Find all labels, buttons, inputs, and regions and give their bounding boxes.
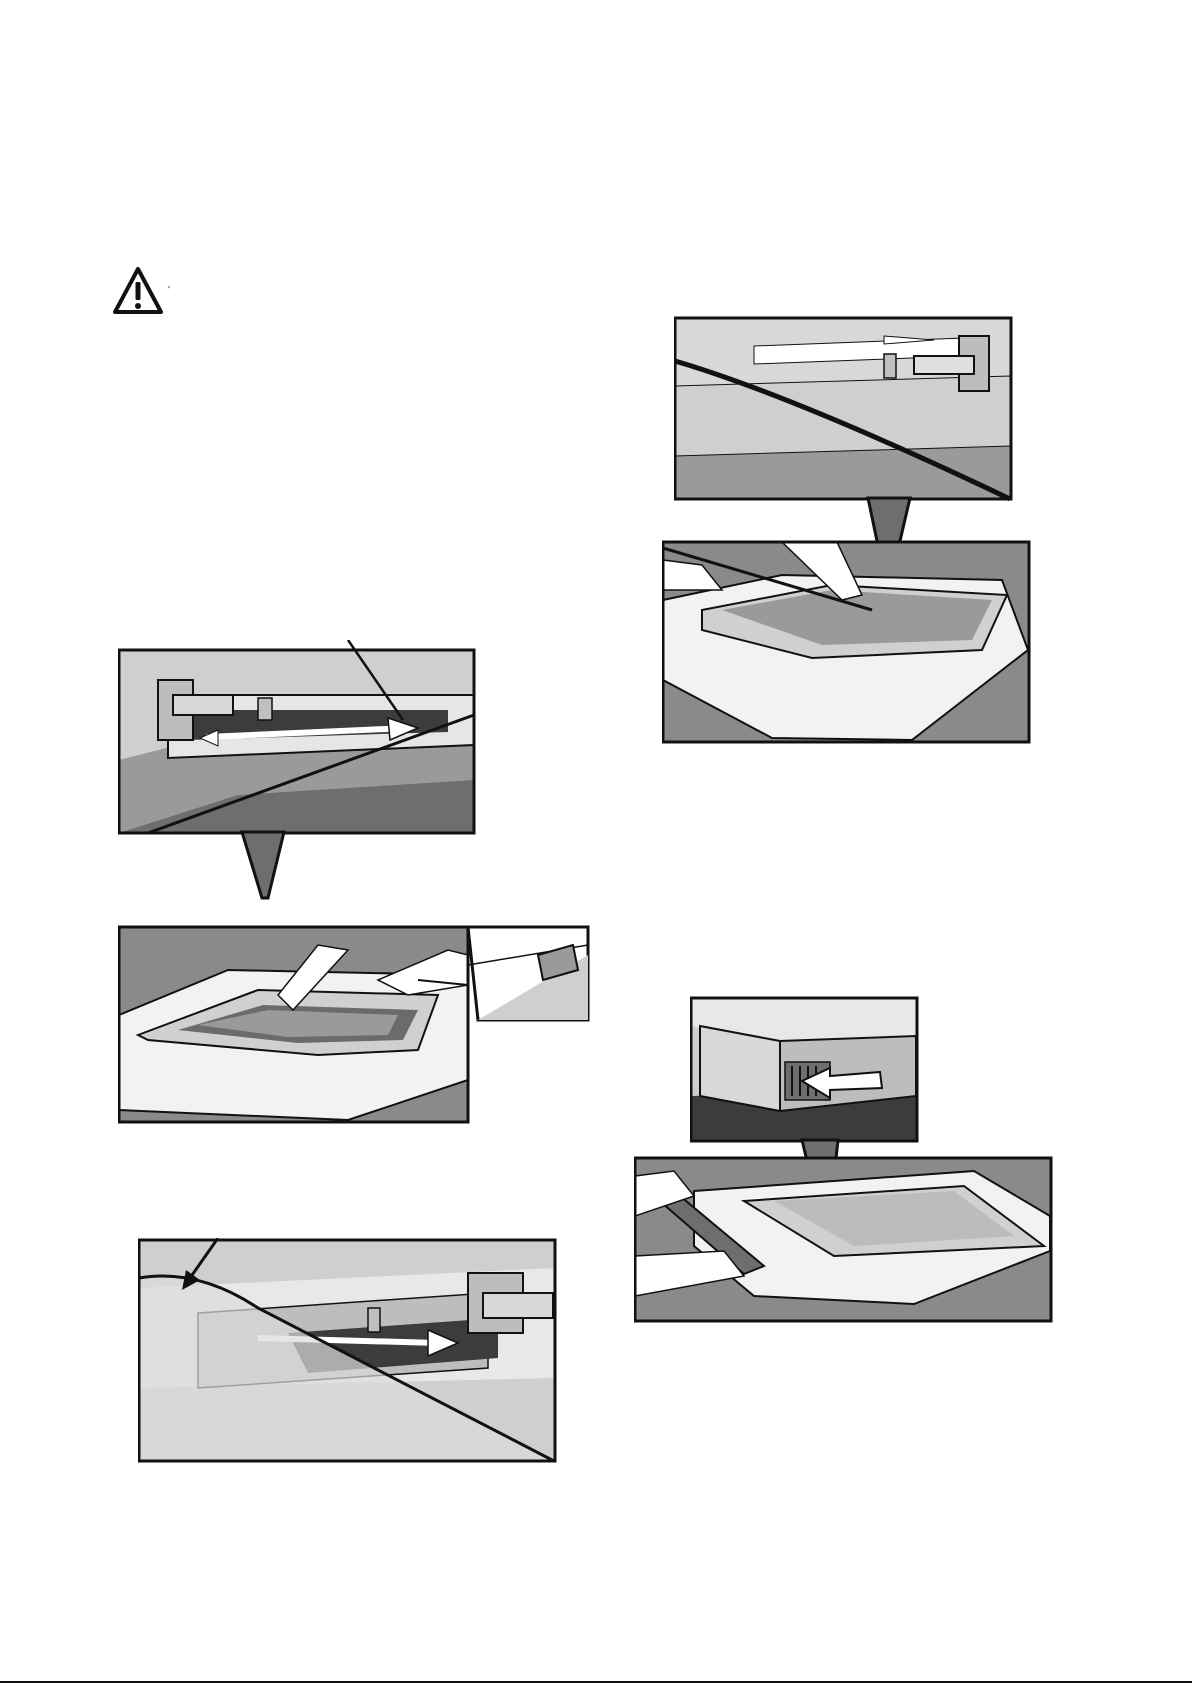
figure-top-right-main [662, 540, 1032, 745]
warning-triangle-icon [112, 266, 164, 316]
figure-bottom-right-detail [690, 996, 920, 1144]
callout-connector-left [240, 830, 310, 900]
figure-bottom-right-main [634, 1156, 1054, 1324]
figure-top-right-detail [674, 316, 1014, 502]
figure-top-left-detail [118, 640, 496, 838]
figure-bottom-left [138, 1238, 558, 1464]
figure-top-left-main [118, 925, 598, 1125]
warning-mark: ' [168, 286, 170, 296]
footer-rule [0, 1681, 1192, 1683]
